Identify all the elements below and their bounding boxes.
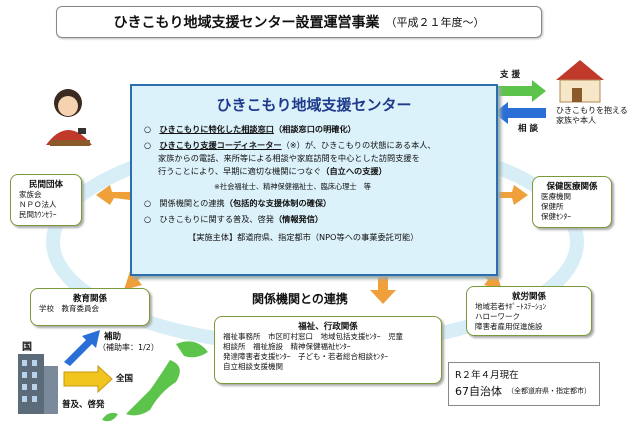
center-title: ひきこもり地域支援センター bbox=[216, 96, 412, 114]
center-point-1-note: （相談窓口の明確化） bbox=[273, 124, 356, 134]
center-point-2: ひきこもり支援コーディネーター bbox=[159, 140, 282, 150]
operator-icon bbox=[46, 89, 92, 146]
node-fukushi-title: 福祉、行政関係 bbox=[298, 322, 358, 332]
consult-arrow bbox=[494, 102, 546, 124]
arrow-to-hoken bbox=[494, 185, 528, 205]
center-line-4-text: 行うことにより、早期に適切な機関につなぐ bbox=[158, 166, 322, 176]
center-line-2: ○ ひきこもり支援コーディネーター（※）が、ひきこもりの状態にある本人、 bbox=[144, 140, 436, 151]
node-shuro-item: 地域若者ｻﾎﾟｰﾄｽﾃｰｼｮﾝ bbox=[475, 302, 547, 311]
zenkoku-arrow bbox=[63, 364, 113, 394]
page-subtitle: （平成２１年度〜） bbox=[385, 16, 485, 29]
center-point-1: ひきこもりに特化した相談窓口 bbox=[159, 124, 274, 134]
node-fukushi-item: 福祉事務所 市区町村窓口 地域包括支援ｾﾝﾀｰ 児童 bbox=[223, 332, 403, 341]
center-line-4: 行うことにより、早期に適切な機関につなぐ（自立への支援） bbox=[158, 166, 387, 177]
center-box: ひきこもり地域支援センター ○ ひきこもりに特化した相談窓口（相談窓口の明確化）… bbox=[130, 84, 498, 276]
title-box: ひきこもり地域支援センター設置運営事業 （平成２１年度〜） bbox=[56, 6, 542, 38]
node-hoken-item: 保健所 bbox=[541, 202, 564, 211]
node-fukushi-item: 自立相談支援機関 bbox=[223, 362, 283, 371]
node-shuro-item: 障害者雇用促進施設 bbox=[475, 322, 543, 331]
hojo-arrow bbox=[64, 330, 100, 366]
hojo-rate: （補助率：1/2） bbox=[98, 343, 159, 352]
center-line-3: 家族からの電話、来所等による相談や家庭訪問を中心とした訪問支援を bbox=[158, 153, 420, 163]
zenkoku-label: 全国 bbox=[116, 374, 134, 384]
node-kyoiku: 教育関係 学校 教育委員会 bbox=[30, 288, 150, 326]
arrow-to-minkan bbox=[96, 185, 130, 205]
node-hoken-title: 保健医療関係 bbox=[546, 182, 598, 192]
center-line-7: ○ ひきこもりに関する普及、啓発（情報発信） bbox=[144, 214, 323, 225]
center-point-3-note: （包括的な支援体制の確保） bbox=[224, 198, 332, 208]
renkei-label: 関係機関との連携 bbox=[252, 292, 348, 306]
status-note: （全都道府県・指定都市） bbox=[507, 387, 591, 395]
node-minkan-item: 家族会 bbox=[19, 190, 42, 199]
center-point-4-note: （情報発信） bbox=[273, 214, 324, 224]
page-title: ひきこもり地域支援センター設置運営事業 bbox=[113, 15, 380, 31]
node-shuro: 就労関係 地域若者ｻﾎﾟｰﾄｽﾃｰｼｮﾝ ハローワーク 障害者雇用促進施設 bbox=[466, 286, 592, 336]
fukyu-label: 普及、啓発 bbox=[62, 400, 105, 410]
center-line-1: ○ ひきこもりに特化した相談窓口（相談窓口の明確化） bbox=[144, 124, 356, 135]
family-label: ひきこもりを抱える家族や本人 bbox=[556, 106, 628, 125]
node-hoken: 保健医療関係 医療機関 保健所 保健ｾﾝﾀｰ bbox=[532, 176, 612, 228]
center-point-3: ○ 関係機関との連携 bbox=[144, 198, 225, 208]
kuni-label: 国 bbox=[22, 342, 32, 353]
node-fukushi-item: 相談所 福祉施設 精神保健福祉ｾﾝﾀｰ bbox=[223, 342, 351, 351]
building-icon bbox=[18, 354, 58, 414]
status-date: R２年４月現在 bbox=[455, 370, 519, 381]
center-point-4: ○ ひきこもりに関する普及、啓発 bbox=[144, 214, 274, 224]
node-fukushi-item: 発達障害者支援ｾﾝﾀｰ 子ども・若者総合相談ｾﾝﾀｰ bbox=[223, 352, 388, 361]
node-minkan-item: 民間ｶｳﾝｾﾗｰ bbox=[19, 210, 57, 219]
center-footnote: ※社会福祉士、精神保健福祉士、臨床心理士 等 bbox=[214, 182, 371, 191]
node-shuro-item: ハローワーク bbox=[475, 312, 520, 321]
consult-label: 相 談 bbox=[518, 124, 538, 134]
node-shuro-title: 就労関係 bbox=[511, 292, 546, 302]
node-minkan: 民間団体 家族会 ＮＰＯ法人 民間ｶｳﾝｾﾗｰ bbox=[10, 174, 82, 226]
japan-map-icon bbox=[102, 341, 208, 422]
house-icon bbox=[556, 60, 604, 103]
center-line-6: ○ 関係機関との連携（包括的な支援体制の確保） bbox=[144, 198, 331, 209]
center-point-2-text: （※）が、ひきこもりの状態にある本人、 bbox=[281, 140, 436, 150]
bullet: ○ bbox=[144, 124, 160, 134]
node-hoken-item: 医療機関 bbox=[541, 192, 571, 201]
support-arrow bbox=[494, 80, 546, 102]
node-fukushi: 福祉、行政関係 福祉事務所 市区町村窓口 地域包括支援ｾﾝﾀｰ 児童 相談所 福… bbox=[214, 316, 442, 384]
node-hoken-item: 保健ｾﾝﾀｰ bbox=[541, 212, 571, 221]
center-line-4-note: （自立への支援） bbox=[321, 166, 387, 176]
bullet: ○ bbox=[144, 140, 160, 150]
status-box: R２年４月現在 67自治体 （全都道府県・指定都市） bbox=[448, 362, 600, 406]
center-implementer: 【実施主体】都道府県、指定都市（NPO等への事業委託可能） bbox=[188, 232, 419, 242]
node-minkan-title: 民間団体 bbox=[28, 180, 63, 190]
node-kyoiku-title: 教育関係 bbox=[72, 294, 107, 304]
status-count: 67自治体 bbox=[455, 385, 502, 398]
hojo-label: 補助 bbox=[104, 332, 122, 342]
support-label: 支 援 bbox=[500, 70, 520, 80]
node-kyoiku-item: 学校 教育委員会 bbox=[39, 304, 99, 313]
node-minkan-item: ＮＰＯ法人 bbox=[19, 200, 57, 209]
arrow-down-fukushi bbox=[370, 274, 396, 304]
